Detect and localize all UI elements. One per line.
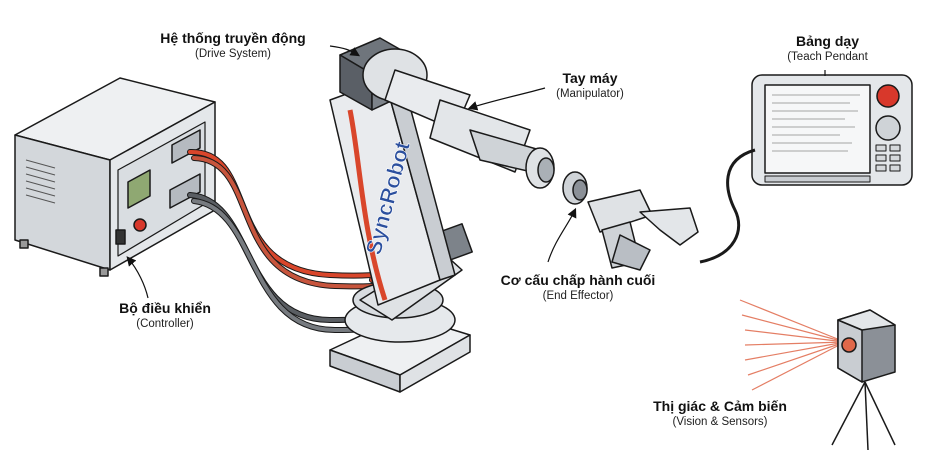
vision-laser-rays [739, 299, 846, 391]
controller-display [127, 169, 151, 209]
label-controller: Bộ điều khiển (Controller) [100, 300, 230, 330]
label-manipulator: Tay máy (Manipulator) [540, 70, 640, 100]
label-end-effector-en: (End Effector) [542, 290, 614, 302]
label-manipulator-en: (Manipulator) [556, 88, 624, 100]
label-drive-system-en: (Drive System) [194, 48, 272, 60]
vision-sensor [831, 309, 896, 451]
tool-adapter [562, 171, 588, 205]
label-controller-en: (Controller) [136, 318, 194, 330]
label-vision-en: (Vision & Sensors) [672, 416, 768, 428]
label-end-effector-vi: Cơ cấu chấp hành cuối [500, 272, 656, 288]
controller-cabinet [14, 77, 216, 277]
pendant-estop-icon [876, 84, 900, 108]
controller-estop-icon [133, 218, 147, 232]
label-drive-system-vi: Hệ thống truyền động [160, 30, 306, 46]
label-teach-pendant: Bảng dạy (Teach Pendant [770, 33, 885, 63]
robot-upper-arm [384, 69, 555, 189]
label-vision: Thị giác & Cảm biến (Vision & Sensors) [630, 398, 810, 428]
robot-lower-arm [329, 79, 473, 321]
teach-pendant [751, 74, 913, 186]
label-controller-vi: Bộ điều khiển [119, 300, 211, 316]
label-manipulator-vi: Tay máy [562, 70, 618, 86]
label-drive-system: Hệ thống truyền động (Drive System) [148, 30, 318, 60]
label-end-effector: Cơ cấu chấp hành cuối (End Effector) [478, 272, 678, 302]
gripper [587, 189, 699, 271]
label-teach-pendant-vi: Bảng dạy [795, 33, 859, 49]
pendant-cable [699, 148, 756, 264]
callout-arrows [126, 45, 826, 299]
label-teach-pendant-en: (Teach Pendant [787, 51, 868, 63]
label-vision-vi: Thị giác & Cảm biến [653, 398, 787, 414]
